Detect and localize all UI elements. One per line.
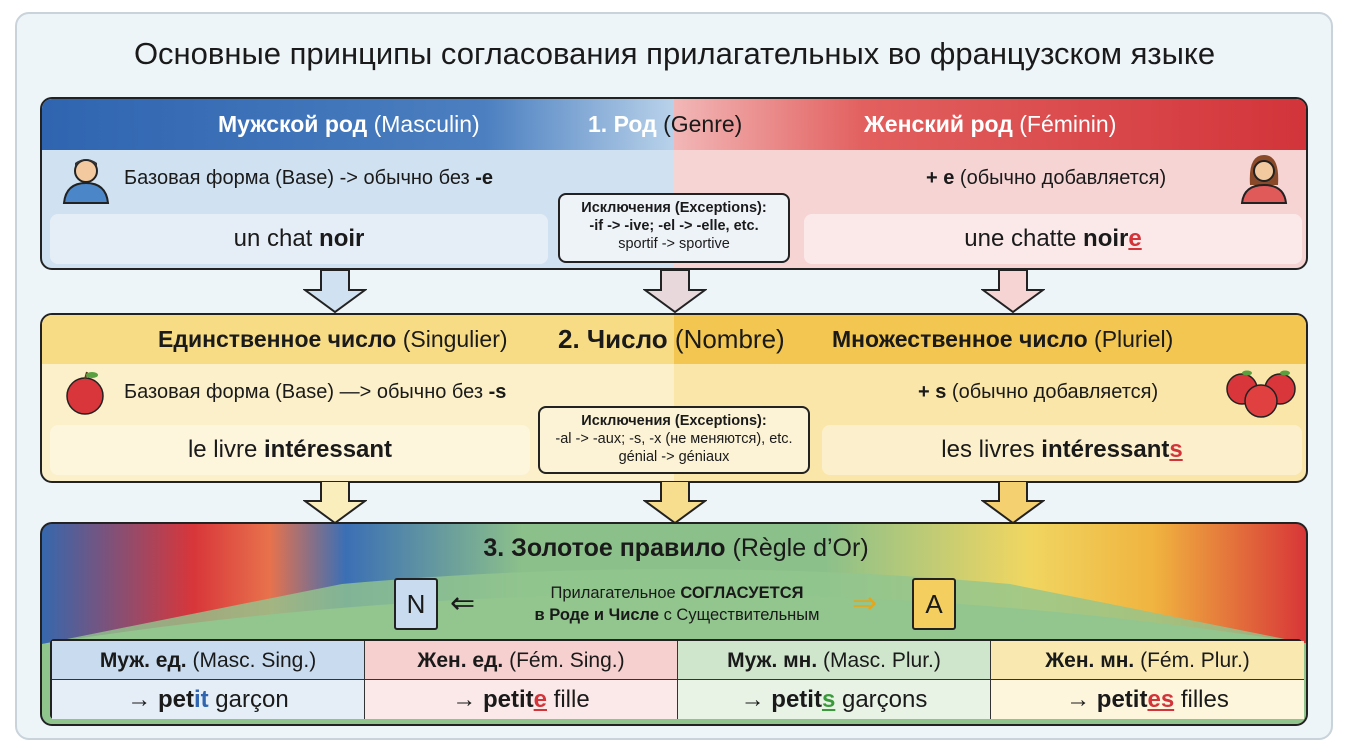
feminine-rule: + e (обычно добавляется) xyxy=(926,167,1167,189)
golden-rule-panel: 3. Золотое правило (Règle d’Or) N ⇐ Прил… xyxy=(40,522,1308,726)
adjective-book-icon: A xyxy=(912,578,956,630)
number-panel: Единственное число (Singulier) 2. Число … xyxy=(40,313,1308,483)
plural-example: les livres intéressants xyxy=(822,425,1302,475)
masculine-header: Мужской род (Masculin) xyxy=(218,111,480,137)
page-title: Основные принципы согласования прилагате… xyxy=(133,36,1216,71)
agreement-table: Муж. ед. (Masc. Sing.) Жен. ед. (Fém. Si… xyxy=(50,639,1304,719)
masculine-example: un chat noir xyxy=(50,214,548,264)
apple-icon xyxy=(66,371,104,415)
plural-rule: + s (обычно добавляется) xyxy=(918,381,1159,403)
woman-icon xyxy=(1240,155,1288,204)
gender-exceptions-box: Исключения (Exceptions):-if -> -ive; -el… xyxy=(558,193,790,263)
down-arrow-icon xyxy=(303,270,367,314)
down-arrow-icon xyxy=(981,270,1045,314)
singular-header: Единственное число (Singulier) xyxy=(158,326,508,352)
number-title: 2. Число (Nombre) xyxy=(558,324,785,354)
feminine-header: Женский род (Féminin) xyxy=(864,111,1117,137)
left-arrow-icon: ⇐ xyxy=(450,587,476,620)
gender-title: 1. Род (Genre) xyxy=(588,111,743,137)
table-header-masc-sing: Муж. ед. (Masc. Sing.) xyxy=(52,641,365,680)
singular-rule: Базовая форма (Base) —> обычно без -s xyxy=(124,381,507,403)
table-cell-masc-plur: → petits garçons xyxy=(678,680,991,719)
man-icon xyxy=(62,159,110,204)
masculine-rule: Базовая форма (Base) -> обычно без -e xyxy=(124,167,494,189)
number-exceptions-box: Исключения (Exceptions):-al -> -aux; -s,… xyxy=(538,406,810,474)
table-cell-fem-sing: → petite fille xyxy=(365,680,678,719)
golden-rule-title: 3. Золотое правило (Règle d’Or) xyxy=(483,534,869,562)
apples-icon xyxy=(1226,370,1296,418)
number-header xyxy=(42,315,1306,364)
down-arrow-icon xyxy=(643,270,707,314)
singular-example: le livre intéressant xyxy=(50,425,530,475)
down-arrow-icon xyxy=(643,481,707,525)
noun-book-icon: N xyxy=(394,578,438,630)
right-arrow-icon: ⇒ xyxy=(852,587,878,620)
down-arrow-icon xyxy=(981,481,1045,525)
table-cell-masc-sing: → petit garçon xyxy=(52,680,365,719)
down-arrow-icon xyxy=(303,481,367,525)
table-cell-fem-plur: → petites filles xyxy=(991,680,1304,719)
table-header-fem-plur: Жен. мн. (Fém. Plur.) xyxy=(991,641,1304,680)
table-header-masc-plur: Муж. мн. (Masc. Plur.) xyxy=(678,641,991,680)
gender-header xyxy=(42,99,1306,150)
table-header-fem-sing: Жен. ед. (Fém. Sing.) xyxy=(365,641,678,680)
plural-header: Множественное число (Pluriel) xyxy=(832,326,1174,352)
feminine-example: une chatte noire xyxy=(804,214,1302,264)
